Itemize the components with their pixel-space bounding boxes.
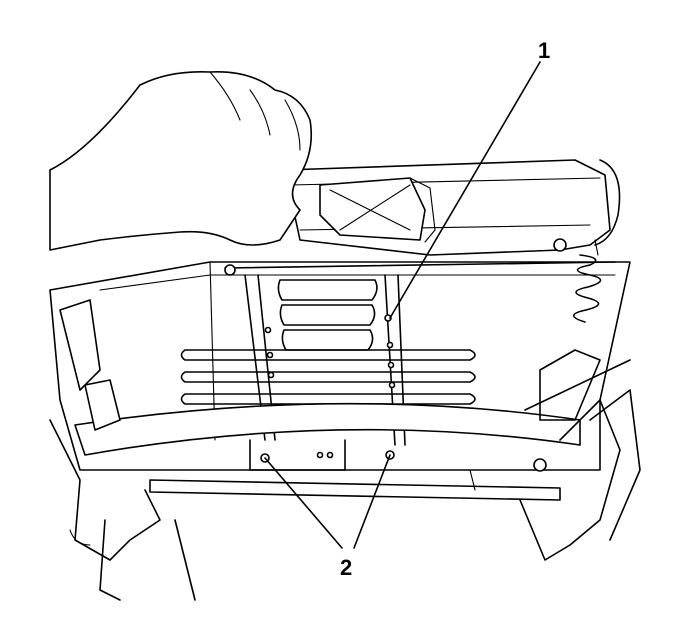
callout-1: 1 (389, 38, 550, 319)
coil-spring (572, 239, 602, 323)
seat-suspension-slats (180, 279, 476, 405)
lower-frame-tube (149, 439, 561, 501)
technician-hand (49, 70, 313, 251)
callout-2: 2 (264, 454, 391, 580)
left-side-bracket (49, 299, 196, 601)
front-cross-bar (74, 402, 581, 456)
callout-2-label: 2 (340, 555, 352, 580)
right-side-bracket (519, 349, 641, 561)
callout-1-label: 1 (538, 38, 550, 63)
release-handle (319, 177, 436, 243)
